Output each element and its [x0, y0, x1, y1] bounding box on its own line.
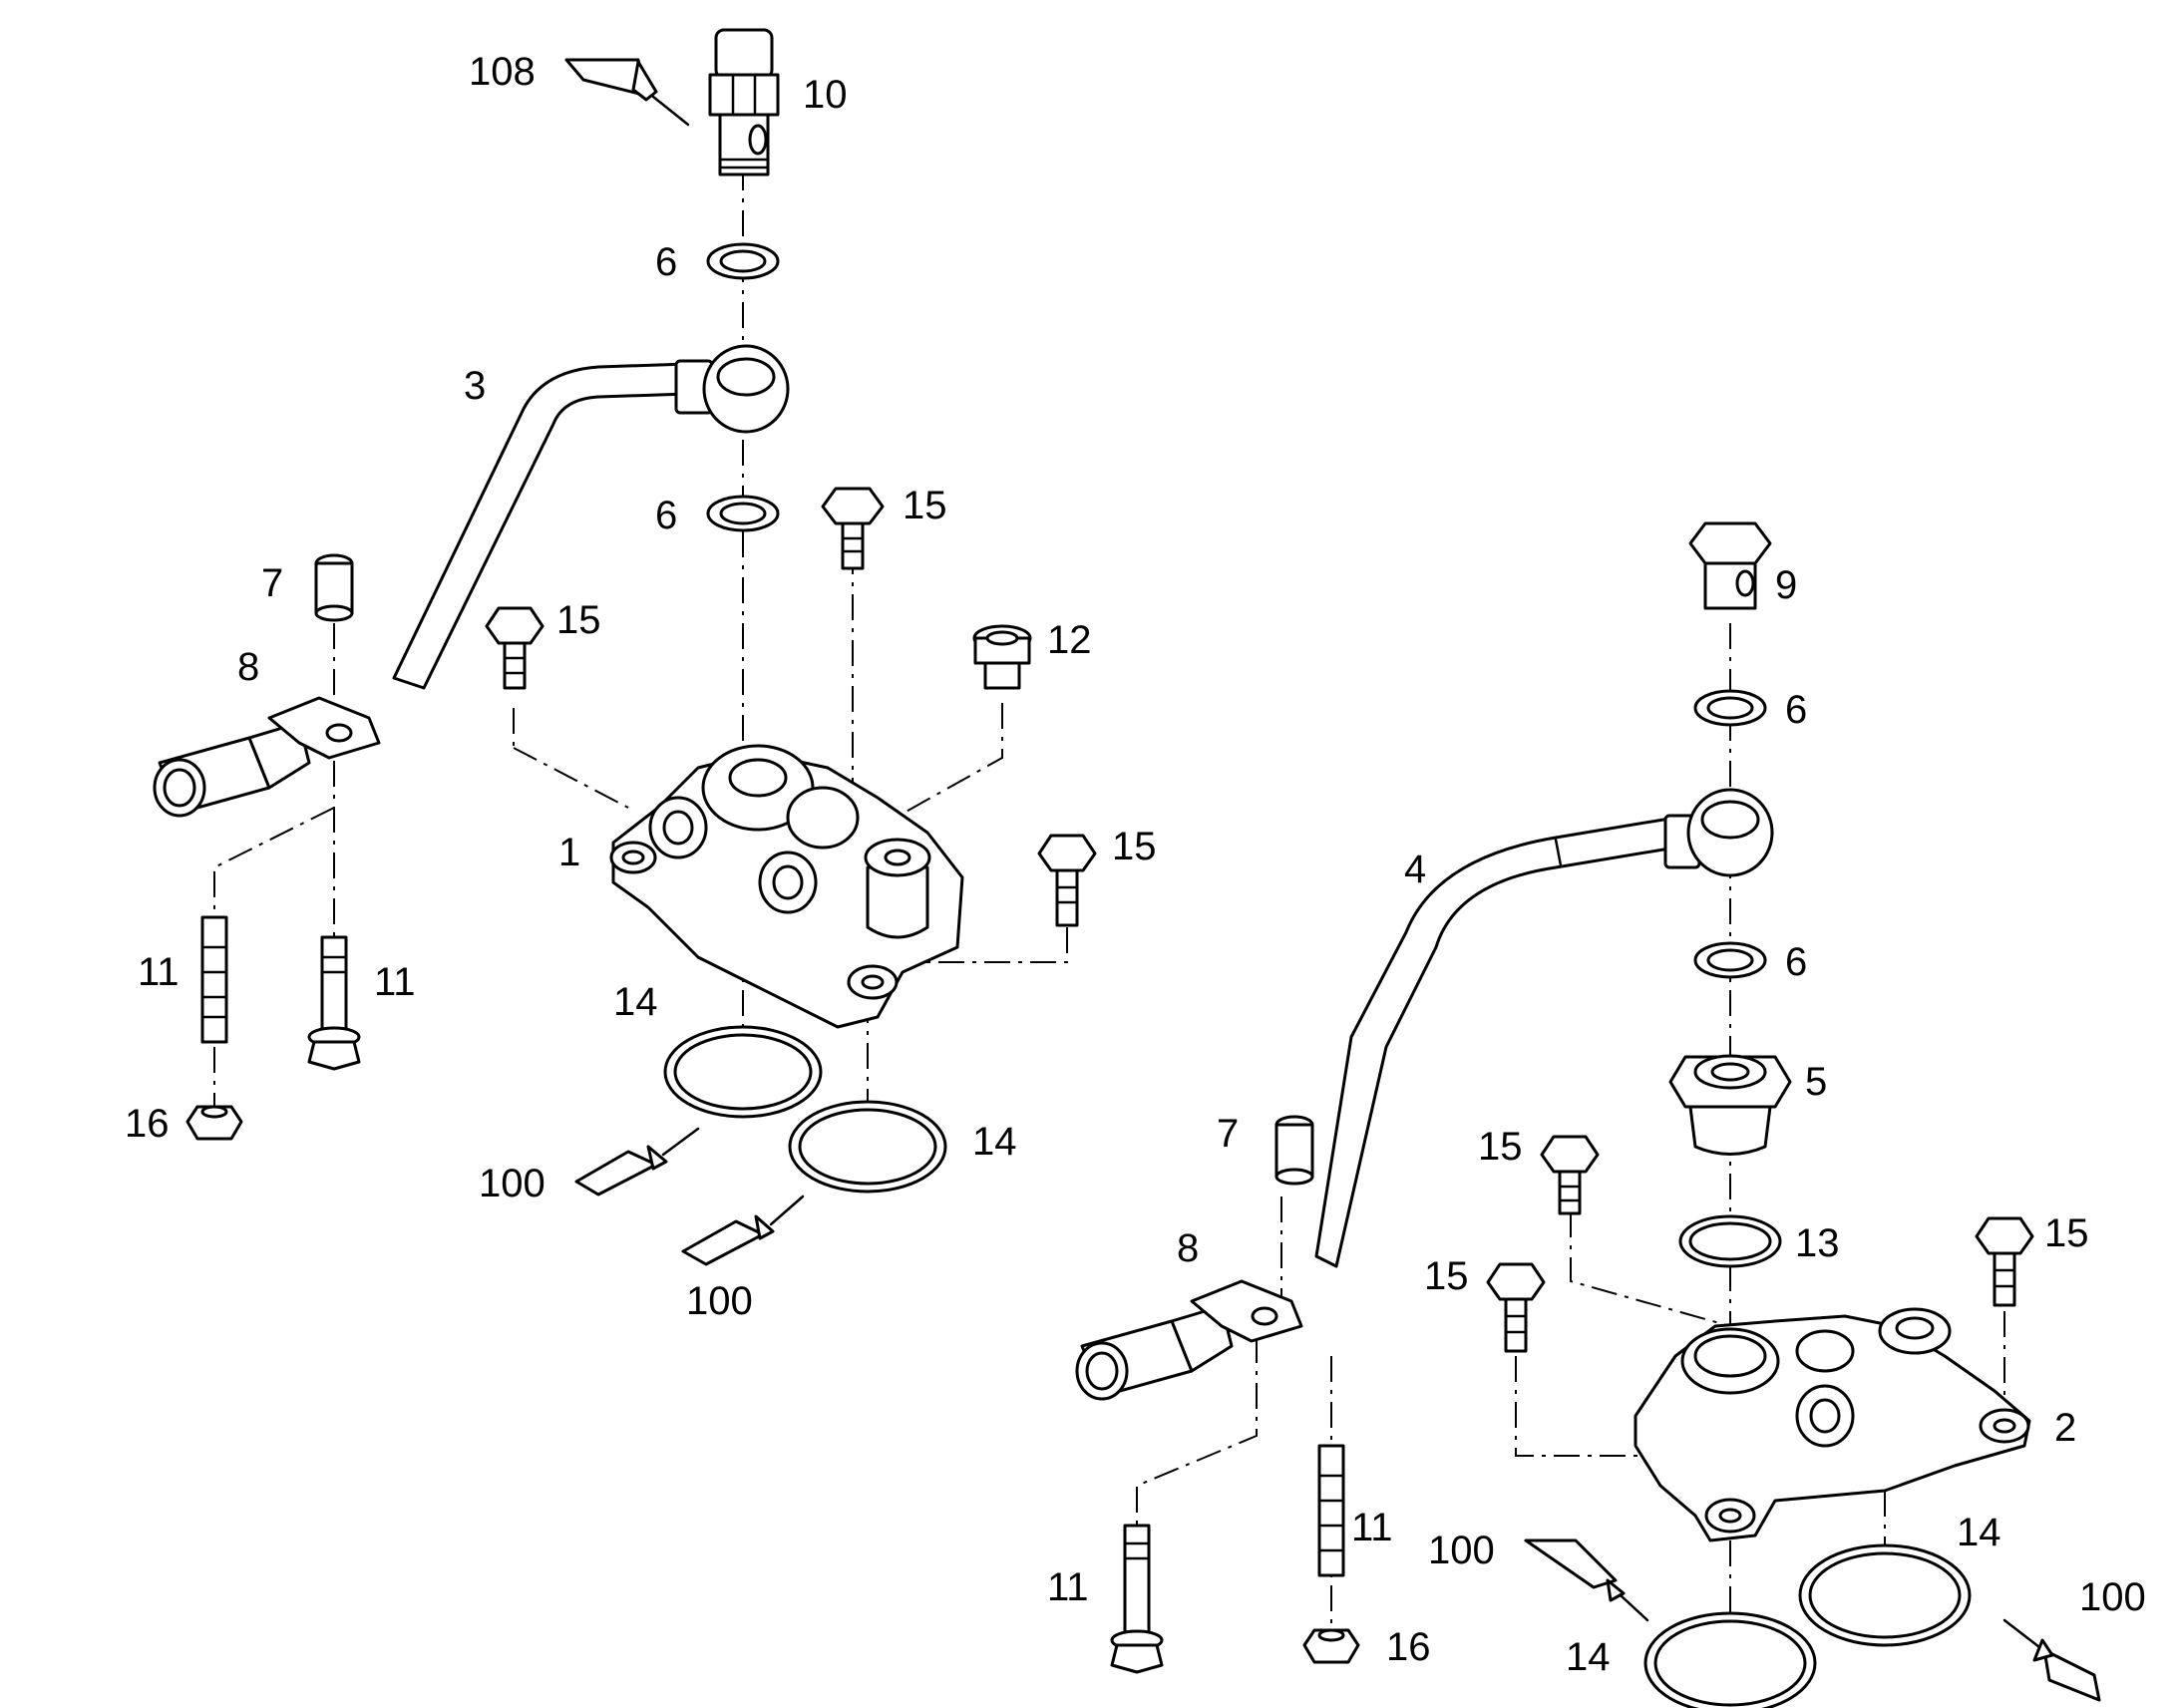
- callout-14d: 14: [1957, 1511, 2001, 1554]
- sleeve-7a: 7: [261, 553, 354, 622]
- oil-pipe-4: 4: [1314, 788, 1774, 1268]
- plug-12: 12: [972, 618, 1092, 690]
- callout-11b: 11: [374, 960, 416, 1004]
- hex-nut-16a: 16: [125, 1102, 243, 1146]
- hex-nut-16b: 16: [1302, 1625, 1431, 1669]
- callout-100a: 100: [479, 1162, 545, 1205]
- callout-8b: 8: [1177, 1226, 1199, 1270]
- callout-100b: 100: [686, 1279, 753, 1323]
- callout-100d: 100: [2079, 1575, 2146, 1619]
- callout-14c: 14: [1566, 1635, 1611, 1679]
- o-ring-14d: 14: [1798, 1511, 2001, 1647]
- adapter-fitting-5: 5: [1668, 1054, 1827, 1156]
- hex-bolt-15f: 15: [1424, 1254, 1546, 1353]
- clamp-connector-8a: 8: [153, 645, 381, 818]
- callout-11c: 11: [1047, 1565, 1089, 1609]
- sealant-tube-100b: 100: [681, 1195, 805, 1323]
- hex-bolt-15e: 15: [1975, 1211, 2089, 1307]
- hex-bolt-15b: 15: [485, 598, 601, 690]
- callout-10: 10: [803, 73, 848, 117]
- sealing-ring-6b: 6: [655, 494, 780, 537]
- callout-1: 1: [558, 831, 580, 874]
- callout-15f: 15: [1424, 1254, 1469, 1298]
- sealant-tube-100c: 100: [1428, 1529, 1649, 1622]
- clamp-connector-8b: 8: [1075, 1226, 1303, 1401]
- callout-4: 4: [1404, 848, 1426, 891]
- callout-15e: 15: [2044, 1211, 2089, 1255]
- callout-15d: 15: [1478, 1125, 1523, 1169]
- callout-14b: 14: [972, 1120, 1017, 1164]
- o-ring-14b: 14: [788, 1100, 1017, 1194]
- callout-6c: 6: [1785, 688, 1807, 732]
- banjo-bolt-9: 9: [1688, 521, 1797, 610]
- sealant-tube-100a: 100: [479, 1127, 700, 1205]
- callout-3: 3: [464, 364, 486, 408]
- callout-14a: 14: [613, 980, 658, 1024]
- banjo-bolt-10: 10: [708, 28, 848, 176]
- callout-16b: 16: [1386, 1625, 1431, 1669]
- callout-100c: 100: [1428, 1529, 1495, 1572]
- hex-bolt-15a: 15: [821, 484, 947, 570]
- callout-6b: 6: [655, 494, 677, 537]
- o-ring-14a: 14: [613, 980, 823, 1119]
- sealant-tube-100d: 100: [2002, 1575, 2146, 1702]
- callout-7b: 7: [1217, 1112, 1239, 1156]
- sealant-tube-108: 108: [469, 50, 690, 127]
- flange-bolt-11c: 11: [1047, 1524, 1164, 1674]
- callout-15c: 15: [1112, 825, 1157, 868]
- callout-6d: 6: [1785, 940, 1807, 984]
- callout-5: 5: [1805, 1060, 1827, 1104]
- callout-7a: 7: [261, 561, 283, 605]
- callout-13: 13: [1795, 1221, 1840, 1265]
- callout-8a: 8: [237, 645, 259, 689]
- callout-9: 9: [1775, 563, 1797, 607]
- callout-12: 12: [1047, 618, 1092, 662]
- housing-2: 2: [1634, 1307, 2076, 1542]
- callout-2: 2: [2054, 1406, 2076, 1450]
- sealing-ring-6a: 6: [655, 240, 780, 284]
- callout-16a: 16: [125, 1102, 170, 1146]
- housing-1: 1: [558, 744, 964, 1029]
- sealing-ring-6d: 6: [1693, 940, 1807, 984]
- sealing-ring-6c: 6: [1693, 688, 1807, 732]
- callout-11a: 11: [138, 950, 180, 994]
- callout-15b: 15: [556, 598, 601, 642]
- sleeve-7b: 7: [1217, 1112, 1314, 1186]
- callout-108: 108: [469, 50, 536, 94]
- callout-15a: 15: [903, 484, 947, 527]
- stud-11d: 11: [1317, 1444, 1393, 1577]
- hex-bolt-15d: 15: [1478, 1125, 1600, 1215]
- callout-11d: 11: [1351, 1506, 1393, 1549]
- oil-pipe-3: 3: [392, 344, 790, 690]
- flange-bolt-11b: 11: [307, 935, 416, 1071]
- callout-6a: 6: [655, 240, 677, 284]
- o-ring-14c: 14: [1566, 1611, 1817, 1708]
- hex-bolt-15c: 15: [1037, 825, 1157, 927]
- stud-11a: 11: [138, 915, 228, 1044]
- sealing-ring-13: 13: [1678, 1214, 1840, 1268]
